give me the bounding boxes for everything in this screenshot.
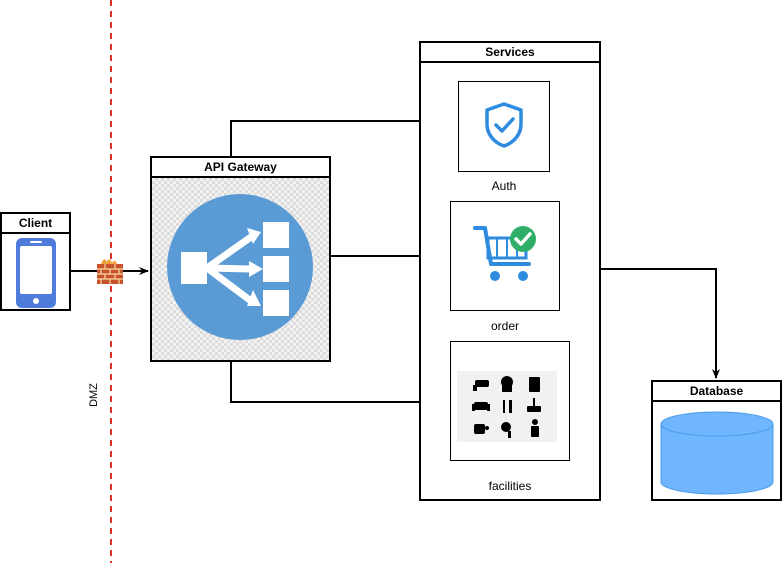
passport-icon xyxy=(529,377,540,392)
services-to-database-edge xyxy=(600,268,720,379)
auth-service-card[interactable] xyxy=(458,81,550,172)
database-title: Database xyxy=(653,382,780,402)
gateway-to-facilities-edge xyxy=(230,361,451,406)
gateway-to-auth-edge xyxy=(230,117,457,156)
smartphone-icon xyxy=(16,238,56,308)
auth-service-label: Auth xyxy=(491,179,517,193)
api-gateway-node[interactable]: API Gateway xyxy=(150,156,331,362)
shopping-cart-icon xyxy=(473,226,536,281)
facilities-service-label: facilities xyxy=(488,479,532,493)
client-title: Client xyxy=(2,214,69,234)
dmz-label: DMZ xyxy=(88,383,100,407)
database-node[interactable]: Database xyxy=(651,380,782,501)
coffee-cup-icon xyxy=(474,424,485,434)
firewall-icon xyxy=(97,259,123,284)
shield-check-icon xyxy=(485,102,523,148)
api-gateway-title: API Gateway xyxy=(152,158,329,178)
hair-dryer-icon xyxy=(501,422,511,432)
router-icon xyxy=(527,406,541,412)
key-card-icon xyxy=(531,426,539,437)
facilities-service-card[interactable] xyxy=(450,341,570,461)
client-node[interactable]: Client xyxy=(0,212,71,311)
order-service-label: order xyxy=(490,319,519,333)
fork-knife-icon xyxy=(503,400,505,413)
sofa-icon xyxy=(474,402,488,410)
order-service-card[interactable] xyxy=(450,201,560,311)
load-balancer-icon xyxy=(167,194,313,340)
facilities-icon-grid xyxy=(457,371,557,442)
database-cylinder-icon xyxy=(660,411,774,495)
security-camera-icon xyxy=(475,380,489,387)
services-title: Services xyxy=(421,43,599,63)
